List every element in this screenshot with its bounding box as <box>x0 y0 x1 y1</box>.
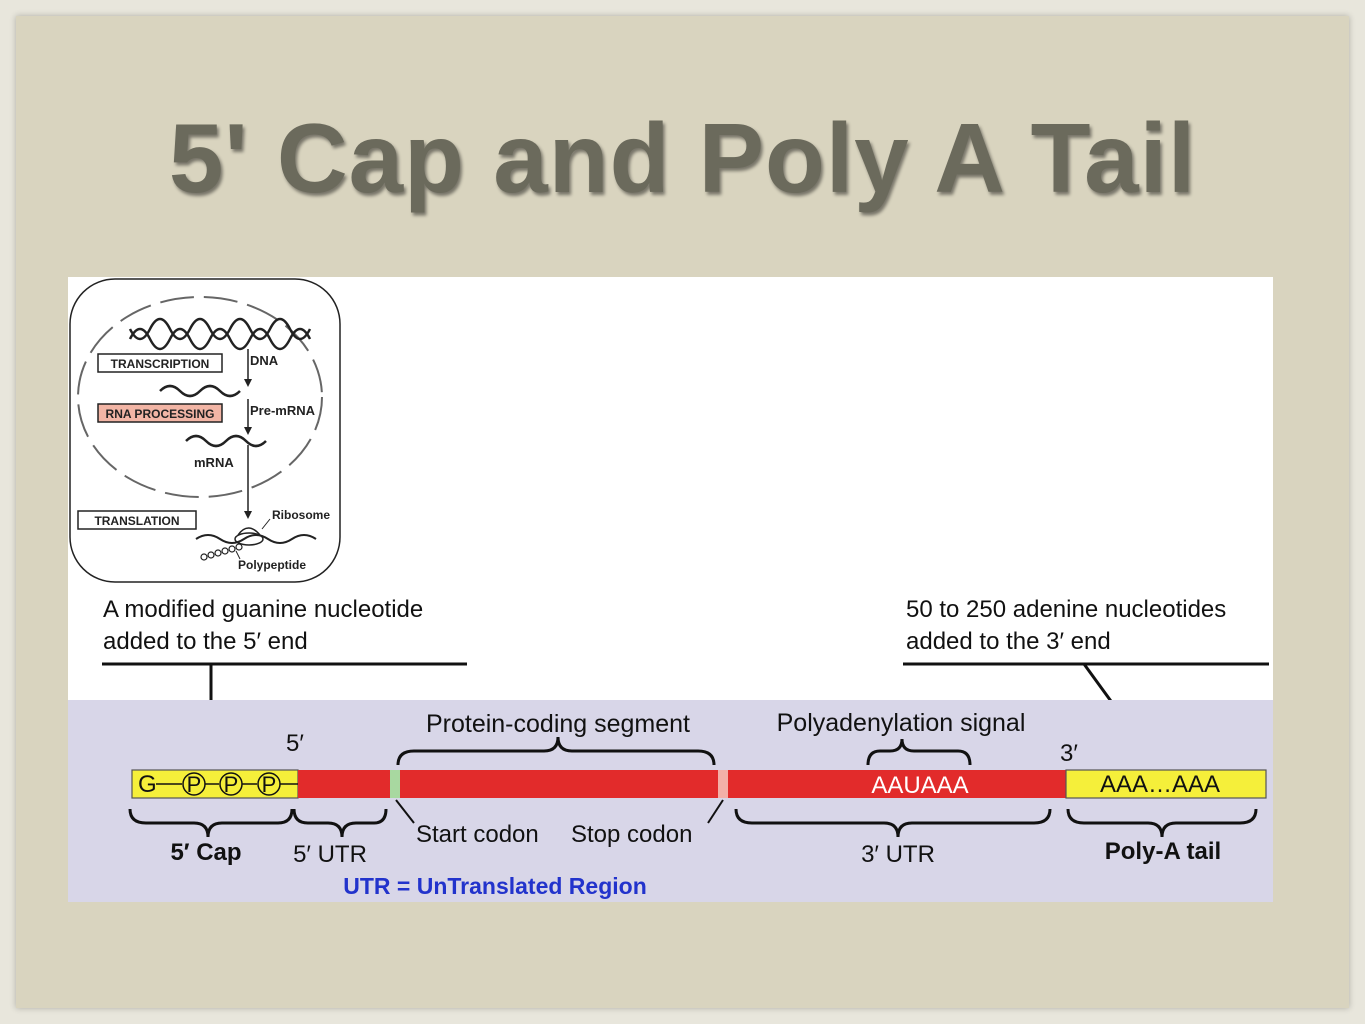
polyadenylation-label: Polyadenylation signal <box>777 709 1026 737</box>
poly-a-sequence: AAA…AAA <box>1100 771 1220 798</box>
rna-processing-box <box>97 403 223 423</box>
transcription-label: TRANSCRIPTION <box>111 357 210 371</box>
start-codon-label: Start codon <box>416 821 539 848</box>
coding-and-utr-segment <box>298 770 1066 798</box>
translation-box <box>77 510 197 530</box>
ribosome-label: Ribosome <box>272 508 330 522</box>
dna-helix-icon <box>128 317 312 351</box>
aauaaa-sequence: AAUAAA <box>871 772 968 799</box>
translated-mrna-icon <box>195 534 317 544</box>
pre-mrna-label: Pre-mRNA <box>250 403 316 418</box>
cap-label: 5′ Cap <box>170 839 241 866</box>
arrow-head-1 <box>244 379 252 387</box>
utr5-label: 5′ UTR <box>293 841 367 868</box>
utr3-label: 3′ UTR <box>861 841 935 868</box>
stop-codon-marker <box>718 770 728 798</box>
poly-a-label: Poly-A tail <box>1105 838 1221 865</box>
figure: TRANSCRIPTION DNA RNA PROCESSING Pre-mRN… <box>68 277 1273 902</box>
transcription-box <box>97 353 223 373</box>
tail-callout-line2: added to the 3′ end <box>906 628 1111 655</box>
mrna-label: mRNA <box>194 455 234 470</box>
ribosome-icon <box>234 527 264 546</box>
strand-panel <box>68 700 1273 902</box>
utr3-bracket <box>734 808 1052 838</box>
phosphate-2-label: P <box>224 772 239 797</box>
coding-bracket <box>396 736 716 766</box>
phosphate-3-label: P <box>262 772 277 797</box>
polypeptide-pointer <box>235 550 241 560</box>
poly-a-tail-segment <box>1065 769 1267 799</box>
translation-label: TRANSLATION <box>94 514 179 528</box>
start-codon-marker <box>390 770 400 798</box>
cap-callout-line2: added to the 5′ end <box>103 628 308 655</box>
figure-canvas: TRANSCRIPTION DNA RNA PROCESSING Pre-mRN… <box>68 278 1273 902</box>
cap-guanine: G <box>138 771 157 798</box>
phosphate-1-label: P <box>187 772 202 797</box>
three-prime-label: 3′ <box>1060 740 1078 767</box>
five-prime-label: 5′ <box>286 730 304 757</box>
rna-processing-label: RNA PROCESSING <box>106 407 215 421</box>
slide-title: 5' Cap and Poly A Tail <box>168 103 1197 213</box>
cap-structure: G P P P <box>138 771 298 798</box>
polyadenylation-bracket <box>866 738 972 766</box>
cap-bracket <box>128 808 294 838</box>
stop-codon-pointer <box>707 799 724 824</box>
utr5-bracket <box>292 808 388 838</box>
utr-definition: UTR = UnTranslated Region <box>343 873 647 899</box>
dna-label: DNA <box>250 353 279 368</box>
nucleus-envelope <box>77 296 323 498</box>
polypeptide-chain-icon <box>200 543 243 561</box>
poly-a-bracket <box>1066 808 1258 838</box>
arrow-head-3 <box>244 511 252 519</box>
arrow-head-2 <box>244 427 252 435</box>
inset-overview: TRANSCRIPTION DNA RNA PROCESSING Pre-mRN… <box>69 278 341 583</box>
ribosome-pointer <box>261 518 271 530</box>
start-codon-pointer <box>395 799 415 824</box>
tail-callout-line1: 50 to 250 adenine nucleotides <box>906 596 1226 623</box>
mrna-strand-icon <box>185 434 267 448</box>
pre-mrna-strand-icon <box>159 384 241 398</box>
stop-codon-label: Stop codon <box>571 821 692 848</box>
protein-coding-label: Protein-coding segment <box>426 710 690 738</box>
polypeptide-label: Polypeptide <box>238 558 306 572</box>
cap-callout-line1: A modified guanine nucleotide <box>103 596 423 623</box>
